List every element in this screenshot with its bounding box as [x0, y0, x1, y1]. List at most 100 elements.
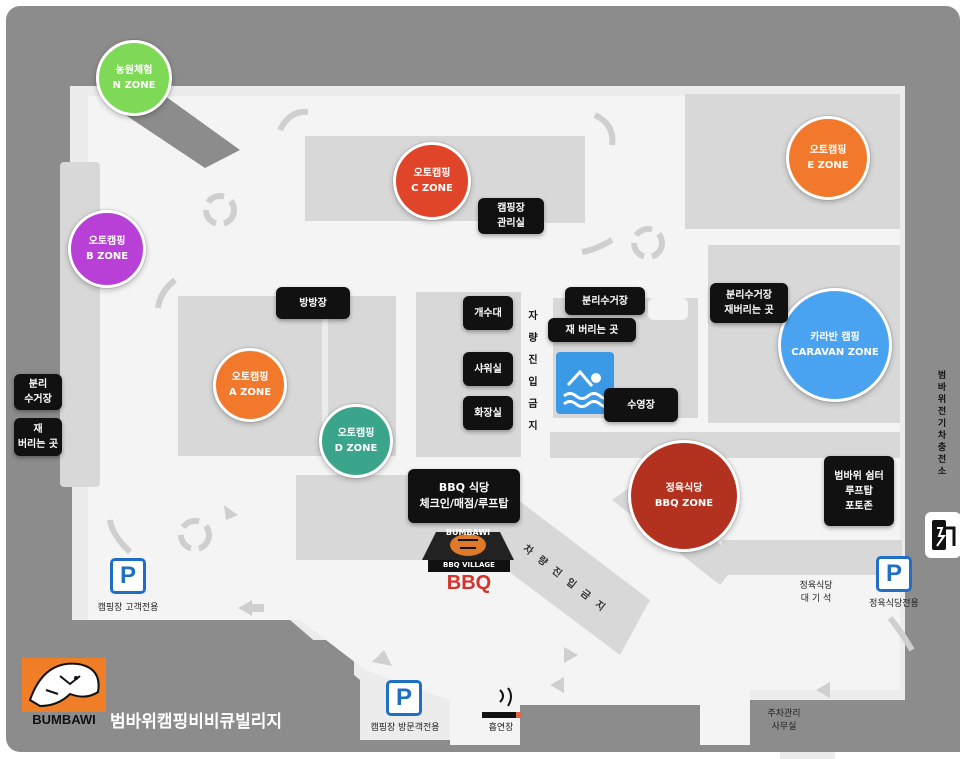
a-zone-title: 오토캠핑 [231, 372, 269, 383]
a-block-divider [322, 296, 328, 456]
e-zone[interactable]: 오토캠핑 E ZONE [786, 116, 870, 200]
ev-charge-vertical-text: 범바위 전기차충전소 [937, 371, 947, 477]
no-entry-vertical-text: 자량진입금지 [528, 311, 538, 432]
trash-top-label: 재 버리는 곳 [565, 324, 619, 336]
arrow-right-1 [564, 647, 578, 663]
c-zone-title: 오토캠핑 [413, 168, 451, 179]
d-zone[interactable]: 오토캠핑 D ZONE [319, 404, 393, 478]
trash-top-tag[interactable]: 재 버리는 곳 [548, 318, 636, 342]
parking-restaurant-label: 정육식당전용 [869, 599, 919, 609]
d-zone-code: D ZONE [334, 443, 378, 454]
pool-label: 수영장 [627, 399, 655, 411]
brand-logo-text: BUMBAWI [32, 712, 96, 727]
arrow-bottom-left [107, 519, 133, 555]
shower-tag[interactable]: 샤워실 [463, 352, 513, 386]
recycle-left-tag[interactable]: 분리 수거장 [14, 374, 62, 410]
waiting-line2: 대 기 석 [800, 594, 832, 605]
shelter-line2: 루프탑 [845, 485, 873, 497]
b-zone-title: 오토캠핑 [88, 236, 126, 247]
recycle-right-tag[interactable]: 분리수거장 재버리는 곳 [710, 283, 788, 323]
sink-tag[interactable]: 개수대 [463, 296, 513, 330]
a-zone-code: A ZONE [228, 387, 272, 398]
shelter-line1: 범바위 쉼터 [834, 470, 884, 482]
roundabout-1 [203, 193, 237, 227]
d-zone-title: 오토캠핑 [337, 428, 375, 439]
parking-restaurant-icon[interactable]: P [876, 556, 912, 592]
n-zone-title: 농원체험 [115, 65, 153, 76]
tiger-logo [22, 658, 106, 712]
recycle-right-line1: 분리수거장 [726, 290, 772, 301]
roundabout-2 [631, 226, 665, 260]
bbq-restaurant-line1: BBQ 식당 [438, 480, 490, 494]
recycle-top-label: 분리수거장 [582, 295, 628, 307]
roundabout-icons [178, 193, 665, 552]
bbq-restaurant-tag[interactable]: BBQ 식당 체크인/매점/루프탑 [408, 469, 520, 523]
toilet-tag[interactable]: 화장실 [463, 396, 513, 430]
arrow-left-3 [816, 682, 830, 698]
c-zone-code: C ZONE [411, 183, 453, 194]
n-zone-diagonal-block [118, 96, 240, 168]
waiting-area [722, 540, 902, 575]
parking-visitor-label: 캠핑장 방문객전용 [370, 723, 440, 733]
parking-camp-icon[interactable]: P [110, 558, 146, 594]
brand-name: 범바위캠핑비비큐빌리지 [110, 712, 283, 732]
b-block [60, 162, 100, 487]
bbq-zone-title: 정육식당 [665, 483, 703, 494]
sink-label: 개수대 [474, 307, 502, 319]
room-label: 방방장 [299, 297, 327, 309]
roundabout-3 [178, 518, 212, 552]
e-zone-code: E ZONE [807, 160, 849, 171]
recycle-left-line2: 수거장 [24, 394, 52, 405]
waiting-line1: 정육식당 [799, 581, 833, 591]
room-tag[interactable]: 방방장 [276, 287, 350, 319]
shelter-line3: 포토존 [845, 500, 873, 512]
pool-tag[interactable]: 수영장 [604, 388, 678, 422]
arrow-left-1-tail [250, 604, 264, 612]
bbq-restaurant-line2: 체크인/매점/루프탑 [419, 497, 509, 510]
arrow-left-2 [550, 677, 564, 693]
center-strip [550, 432, 900, 458]
caravan-zone[interactable]: 카라반 캠핑 CARAVAN ZONE [778, 288, 892, 402]
office-line2: 사무실 [771, 722, 797, 733]
recycle-right-line2: 재버리는 곳 [724, 305, 774, 316]
parking-camp-label: 캠핑장 고객전용 [97, 603, 159, 613]
toilet-label: 화장실 [474, 407, 502, 419]
right-edge-road [910, 88, 960, 748]
arrow-left-1 [238, 600, 252, 616]
charger-plug-icon [932, 520, 956, 550]
c-zone[interactable]: 오토캠핑 C ZONE [393, 142, 471, 220]
camp-office-tag[interactable]: 캠핑장 관리실 [478, 198, 544, 234]
bbq-sub-text: BBQ VILLAGE [443, 561, 495, 569]
bbq-zone[interactable]: 정육식당 BBQ ZONE [628, 440, 740, 552]
arrow-up-1 [372, 650, 392, 666]
trash-left-line2: 버리는 곳 [17, 439, 59, 450]
waiting-area-label: 정육식당 대 기 석 [786, 580, 846, 606]
direction-arrows [107, 108, 915, 652]
arrow-right-2 [224, 505, 238, 520]
smoking-label: 흡연장 [488, 723, 514, 733]
parking-visitor-icon[interactable]: P [386, 680, 422, 716]
n-zone[interactable]: 농원체험 N ZONE [96, 40, 172, 116]
arrow-top-right [593, 112, 616, 146]
shower-label: 샤워실 [474, 363, 502, 375]
camp-office-line2: 관리실 [497, 218, 525, 229]
shelter-tag[interactable]: 범바위 쉼터 루프탑 포토존 [824, 456, 894, 526]
bbq-big-text: BBQ [446, 572, 492, 594]
smoking-icon [482, 687, 522, 718]
pool-icon [556, 352, 614, 414]
bbq-ribbon-text: BUMBAWI [445, 528, 491, 537]
arrow-mid-center [581, 237, 614, 255]
bbq-zone-code: BBQ ZONE [654, 498, 714, 509]
trash-left-tag[interactable]: 재 버리는 곳 [14, 418, 62, 456]
arrow-top-left [277, 108, 309, 132]
diagonal-road-block [440, 490, 650, 655]
recycle-top-tag[interactable]: 분리수거장 [565, 287, 645, 315]
a-zone[interactable]: 오토캠핑 A ZONE [213, 348, 287, 422]
straight-arrows [224, 505, 830, 698]
arrow-bottom-right [887, 616, 915, 652]
camp-office-line1: 캠핑장 [497, 203, 525, 214]
caravan-zone-title: 카라반 캠핑 [810, 332, 860, 343]
b-zone[interactable]: 오토캠핑 B ZONE [68, 210, 146, 288]
n-zone-code: N ZONE [112, 80, 156, 91]
bbq-village-logo [422, 532, 514, 572]
